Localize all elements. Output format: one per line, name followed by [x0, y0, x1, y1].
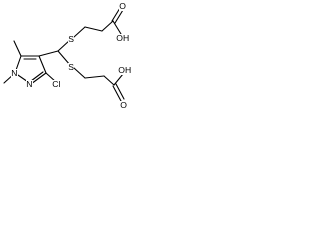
- chain-bond: [73, 26, 86, 38]
- chain-bond: [84, 75, 105, 79]
- ring-bond: [38, 55, 47, 74]
- carboxyl-c-o-double-bond: [112, 85, 122, 102]
- atom-label-oh: OH: [118, 65, 132, 75]
- chain-bond: [101, 20, 114, 32]
- chain-bond: [103, 75, 115, 86]
- carboxyl-c-o-double-bond: [115, 83, 125, 100]
- methine-s-lower-bond: [57, 50, 71, 66]
- c-methyl-bond: [13, 40, 22, 57]
- chain-bond: [84, 26, 103, 32]
- atom-label-o: O: [119, 1, 127, 11]
- bond-layer: [3, 7, 125, 102]
- atom-label-n: N: [11, 68, 18, 78]
- atom-label-cl: Cl: [52, 79, 61, 89]
- chain-bond: [73, 67, 86, 79]
- atom-label-o: O: [120, 100, 128, 110]
- molecule-structure-diagram: N N Cl S S O OH OH O: [0, 0, 154, 116]
- carboxyl-c-oh-bond: [113, 73, 124, 86]
- ring-double-bond: [30, 71, 44, 82]
- carboxyl-c-o-double-bond: [114, 9, 124, 24]
- atom-label-n: N: [26, 79, 33, 89]
- carboxyl-c-o-double-bond: [111, 7, 121, 22]
- atom-label-oh: OH: [116, 33, 130, 43]
- atom-label-s: S: [68, 34, 75, 44]
- ring-to-methine-bond: [38, 50, 59, 57]
- atom-label-s: S: [68, 62, 75, 72]
- ring-bond: [30, 72, 47, 85]
- carboxyl-c-oh-bond: [112, 20, 122, 35]
